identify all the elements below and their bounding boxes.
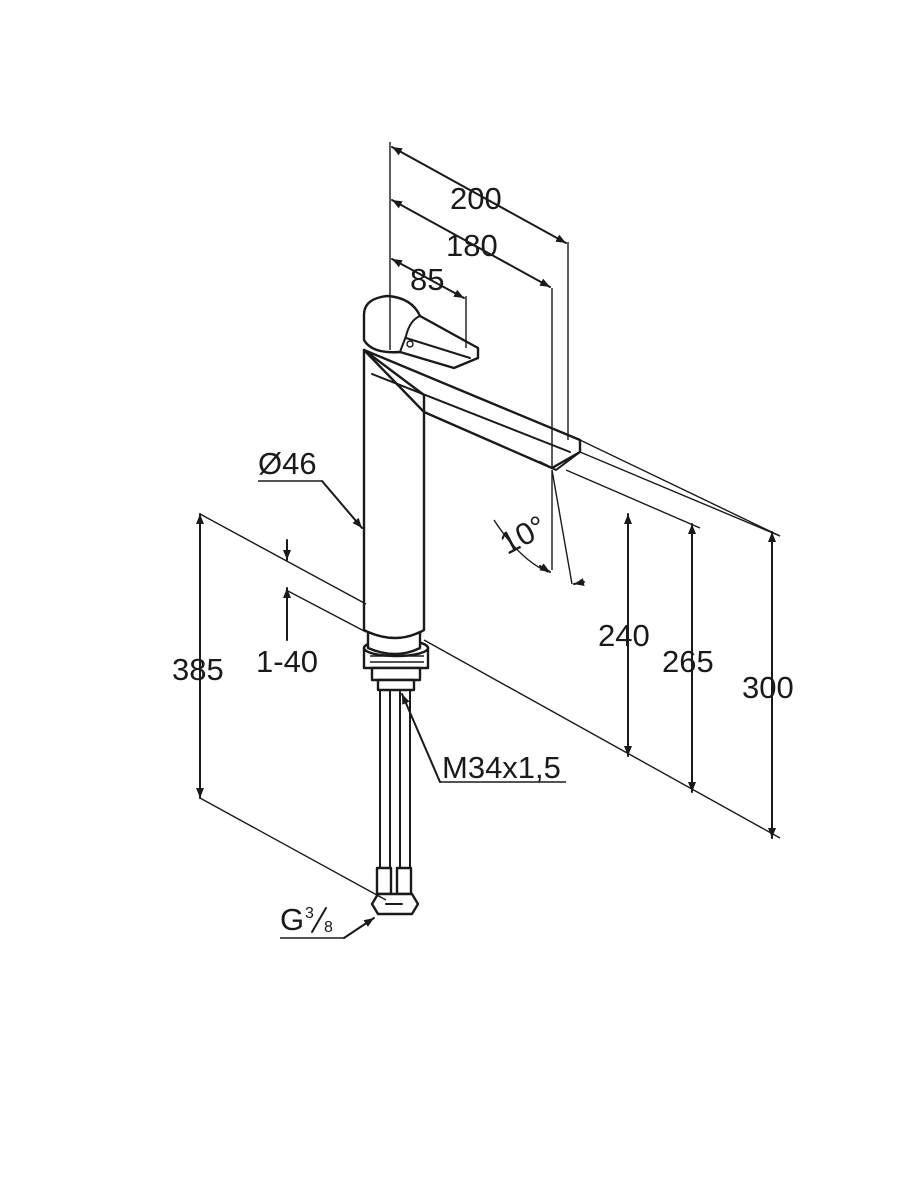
dim-label-connection: G 3 8 (280, 902, 333, 937)
dim-label-angle: 10° (494, 508, 552, 561)
dim-label-300: 300 (742, 670, 794, 705)
dim-line-180 (391, 199, 551, 288)
dim-label-200: 200 (450, 181, 502, 216)
dim-label-385: 385 (172, 652, 224, 687)
connection-numerator: 3 (305, 905, 314, 922)
dim-label-85: 85 (410, 262, 444, 297)
dim-label-diameter: Ø46 (258, 446, 317, 481)
connection-letter: G (280, 902, 304, 937)
dim-label-deck-thickness: 1-40 (256, 644, 318, 679)
faucet-column (362, 348, 426, 656)
dim-label-thread: M34x1,5 (442, 750, 561, 785)
connection-denominator: 8 (324, 919, 333, 936)
faucet-body (362, 294, 582, 916)
dimension-lines (196, 142, 781, 939)
dim-line-85 (391, 258, 465, 299)
faucet-lever (362, 294, 480, 370)
dim-label-180: 180 (446, 228, 498, 263)
dim-label-240: 240 (598, 618, 650, 653)
supply-hoses (370, 689, 420, 916)
dim-label-265: 265 (662, 644, 714, 679)
